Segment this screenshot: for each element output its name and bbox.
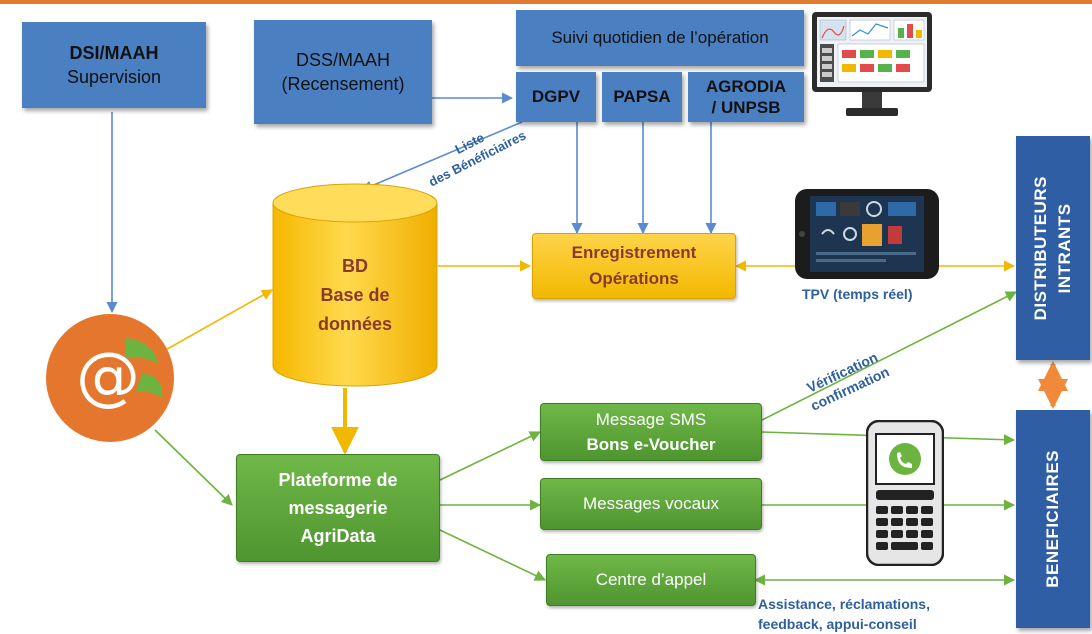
beneficiaires-text: BENEFICIAIRES [1043, 450, 1062, 588]
dsi-supervision-box: DSI/MAAH Supervision [22, 22, 206, 108]
bd-line3: données [317, 313, 392, 334]
bd-line2: Base de [320, 284, 390, 305]
database-cylinder-icon [272, 183, 438, 388]
papsa-label: PAPSA [613, 87, 671, 106]
sms-line2: Bons e-Voucher [586, 435, 716, 454]
centre-appel-box: Centre d’appel [546, 554, 756, 606]
arrow-sms-to-distributeurs [761, 291, 1018, 421]
top-accent-line [0, 0, 1092, 4]
agrodia-box: AGRODIA / UNPSB [688, 72, 804, 122]
agrodia-line2: / UNPSB [711, 98, 781, 117]
suivi-quotidien-box: Suivi quotidien de l’opération [516, 10, 804, 66]
beneficiaires-box: BENEFICIAIRES [1016, 410, 1090, 628]
dss-title: DSS/MAAH [295, 50, 391, 70]
enregistrement-operations-box: Enregistrement Opérations [532, 233, 736, 299]
dss-subtitle: (Recensement) [281, 74, 405, 94]
arrow-at-to-bd [161, 289, 273, 353]
vocaux-label: Messages vocaux [582, 494, 720, 513]
messages-vocaux-box: Messages vocaux [540, 478, 762, 530]
plateforme-line2: messagerie [288, 498, 388, 518]
at-symbol: @ [76, 340, 140, 414]
assistance-line1: Assistance, réclamations, [758, 596, 930, 612]
papsa-box: PAPSA [602, 72, 682, 122]
sms-line1: Message SMS [595, 410, 707, 429]
message-sms-box: Message SMS Bons e-Voucher [540, 403, 762, 461]
dsi-title: DSI/MAAH [69, 43, 159, 63]
plateforme-line1: Plateforme de [278, 470, 398, 490]
suivi-label: Suivi quotidien de l’opération [551, 28, 769, 47]
agrodia-line1: AGRODIA [705, 77, 787, 96]
bd-label-group: BD Base de données [272, 240, 438, 350]
tpv-label: TPV (temps réel) [802, 286, 913, 302]
arrow-plat-to-centre [439, 529, 547, 581]
enregistrement-line2: Opérations [589, 269, 679, 288]
distributeurs-line2: INTRANTS [1055, 203, 1074, 293]
distributeurs-intrants-box: DISTRIBUTEURS INTRANTS [1016, 136, 1090, 360]
enregistrement-line1: Enregistrement [571, 243, 697, 262]
dgpv-box: DGPV [516, 72, 596, 122]
bd-line1: BD [342, 255, 368, 276]
dsi-subtitle: Supervision [66, 67, 162, 87]
monitor-dashboard-icon [810, 10, 934, 122]
dgpv-label: DGPV [531, 87, 581, 106]
at-logo-icon: @ [44, 312, 176, 444]
arrow-plat-to-sms [439, 431, 542, 481]
dss-recensement-box: DSS/MAAH (Recensement) [254, 20, 432, 124]
arrow-at-to-plateforme [154, 429, 233, 506]
arrow-dgpv-to-bd [360, 121, 523, 192]
mobile-phone-icon [865, 419, 945, 567]
plateforme-line3: AgriData [300, 526, 376, 546]
assistance-label: Assistance, réclamations, feedback, appu… [758, 594, 930, 634]
tablet-tpv-icon [794, 188, 940, 280]
distributeurs-text: DISTRIBUTEURS INTRANTS [1029, 176, 1077, 320]
assistance-line2: feedback, appui-conseil [758, 616, 917, 632]
plateforme-messagerie-box: Plateforme de messagerie AgriData [236, 454, 440, 562]
centre-label: Centre d’appel [595, 570, 707, 589]
distributeurs-line1: DISTRIBUTEURS [1031, 175, 1050, 321]
